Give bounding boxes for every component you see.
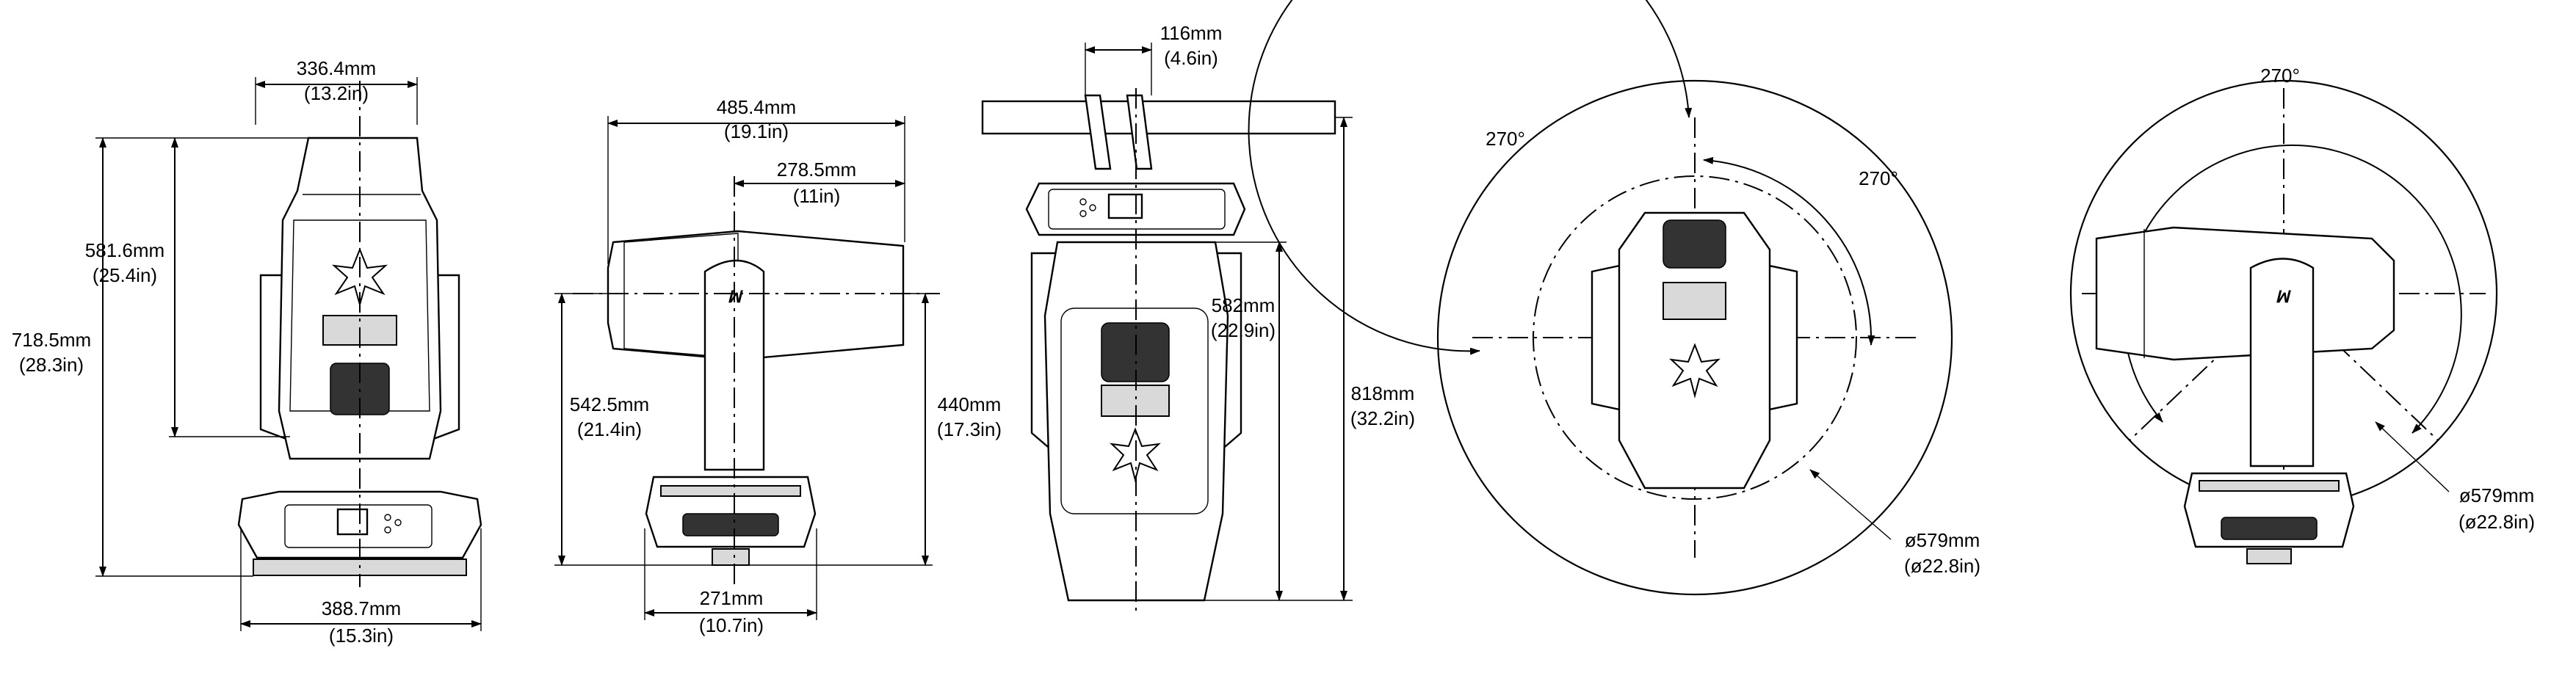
tilt-angle-label: 270°	[2260, 65, 2300, 87]
logo-star-icon-top	[1669, 343, 1721, 399]
top-view	[1248, 0, 1953, 596]
front-view	[95, 77, 482, 631]
front-height-total-mm: 718.5mm	[12, 329, 91, 351]
logo-text-2: ꟽ	[2276, 288, 2292, 306]
base-clamp-2	[2246, 548, 2292, 564]
side-width-base-in: (10.7in)	[699, 614, 764, 636]
tilt-swing-diameter-in: (ø22.8in)	[2459, 511, 2535, 533]
front-width-base-mm: 388.7mm	[322, 597, 401, 619]
front-height-total-in: (28.3in)	[19, 354, 84, 376]
tilt-swing-diameter-mm: ø579mm	[2459, 484, 2535, 506]
front-width-base-in: (15.3in)	[329, 625, 394, 647]
vent-grille-top	[1663, 282, 1726, 320]
side-width-base-mm: 271mm	[700, 587, 764, 609]
top-pan-angle-inner: 270°	[1859, 167, 1898, 189]
side-length-head-in: (19.1in)	[724, 120, 789, 142]
rear-height-total-mm: 818mm	[1351, 382, 1415, 404]
clamp-right	[1126, 94, 1153, 170]
base-handle	[682, 513, 779, 536]
fan-vent-top	[1663, 219, 1726, 269]
base-handle-2	[2221, 517, 2318, 540]
top-pan-angle-outer: 270°	[1486, 128, 1525, 150]
pan-swing-circle	[1436, 79, 1953, 596]
display-screen-rear	[1107, 193, 1143, 219]
front-height-head-in: (25.4in)	[93, 264, 157, 286]
truss-bar	[981, 100, 1336, 135]
rear-view	[981, 43, 1353, 616]
base-vent	[660, 485, 801, 497]
rear-height-total-in: (32.2in)	[1350, 407, 1415, 429]
side-view: ꟽ	[554, 116, 940, 620]
base-vent-2	[2199, 480, 2340, 492]
rear-clamp-width-in: (4.6in)	[1164, 47, 1218, 69]
top-swing-diameter-in: (ø22.8in)	[1904, 555, 1980, 577]
tilt-view: ꟽ	[2069, 79, 2498, 564]
rear-height-head-in: (22.9in)	[1211, 319, 1276, 341]
side-height-arm-in: (17.3in)	[937, 418, 1002, 440]
rear-height-head-mm: 582mm	[1212, 294, 1276, 316]
rear-clamp-width-mm: 116mm	[1160, 22, 1223, 44]
side-head-to-axis-in: (11in)	[793, 185, 841, 207]
side-length-head-mm: 485.4mm	[717, 96, 796, 118]
logo-text: ꟽ	[728, 288, 744, 306]
side-head-to-axis-mm: 278.5mm	[777, 159, 856, 181]
front-width-top-in: (13.2in)	[304, 82, 369, 104]
top-swing-diameter-mm: ø579mm	[1905, 529, 1980, 551]
front-height-head-mm: 581.6mm	[85, 239, 164, 261]
side-height-arm-mm: 440mm	[938, 393, 1002, 415]
side-height-axis-in: (21.4in)	[577, 418, 642, 440]
head-tilt	[2095, 226, 2395, 361]
clamp-left	[1084, 94, 1112, 170]
base-clamp	[712, 548, 750, 566]
display-screen	[336, 508, 369, 536]
tilt-arm-2	[2249, 258, 2315, 467]
side-height-axis-mm: 542.5mm	[570, 393, 649, 415]
front-width-top-mm: 336.4mm	[297, 57, 376, 79]
